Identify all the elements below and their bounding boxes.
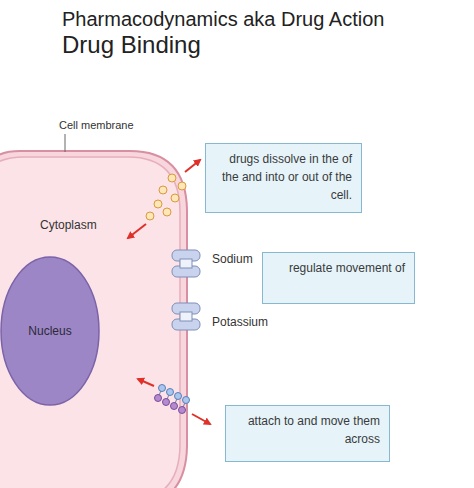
channel-label: Sodium: [212, 252, 253, 266]
region-label: Cytoplasm: [40, 218, 97, 232]
entry-arrow: [128, 224, 146, 238]
diagram-title: Pharmacodynamics aka Drug Action: [62, 8, 384, 31]
carrier-arrow: [192, 414, 210, 424]
carrier-protein: [155, 385, 190, 414]
callout-box: drugs dissolve in the of the and into or…: [205, 143, 362, 213]
subtitle: Drug Binding: [62, 31, 201, 59]
cell-body: CytoplasmNucleus: [0, 148, 192, 488]
callout-text: drugs dissolve in the of the and into or…: [215, 150, 352, 204]
callout-text: attach to and move them across: [235, 412, 380, 448]
leader-line: [65, 134, 66, 152]
potassium-channel: [172, 303, 200, 330]
nucleus: Nucleus: [0, 256, 100, 406]
part-label: Cell membrane: [59, 119, 134, 131]
channel-label: Potassium: [212, 315, 268, 329]
exit-arrow: [185, 160, 200, 172]
region-label: Nucleus: [28, 324, 71, 338]
carrier-arrow: [138, 379, 154, 386]
callout-text: regulate movement of: [272, 259, 405, 277]
callout-box: attach to and move them across: [225, 405, 390, 462]
callout-box: regulate movement of: [262, 252, 415, 304]
drug-molecules: [146, 174, 186, 220]
sodium-channel: [172, 250, 200, 277]
